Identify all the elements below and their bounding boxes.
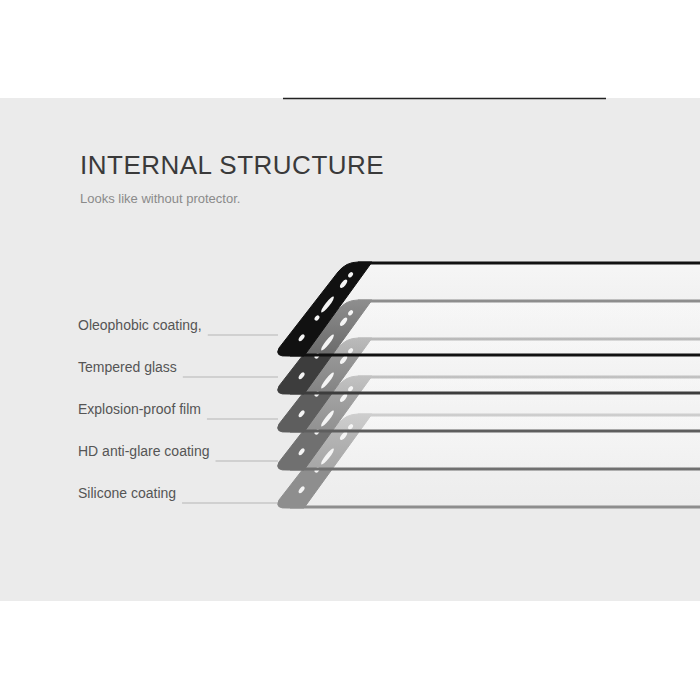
layer-face	[278, 263, 700, 356]
bezel-hole	[320, 295, 336, 313]
layer-label: Silicone coating	[78, 485, 176, 501]
heading: INTERNAL STRUCTURE	[80, 150, 384, 181]
layer-edge	[290, 392, 700, 395]
layer-label: Explosion-proof film	[78, 401, 201, 417]
protector-layer	[278, 262, 700, 356]
layer-edge	[290, 430, 700, 433]
bezel-hole	[298, 409, 306, 418]
leader-line	[182, 503, 278, 504]
bezel-hole	[339, 279, 349, 290]
grey-panel	[0, 98, 700, 601]
leader-lines	[182, 335, 278, 503]
bezel-hole	[298, 371, 306, 380]
leader-line	[183, 377, 278, 378]
leader-line	[216, 461, 278, 462]
bezel-hole	[347, 271, 354, 278]
bezel-hole	[298, 447, 306, 456]
bezel-hole	[298, 333, 306, 342]
bezel-hole	[314, 314, 321, 321]
layer-edge	[290, 468, 700, 471]
leader-line	[207, 419, 278, 420]
layer-label: HD anti-glare coating	[78, 443, 210, 459]
layer-edge	[290, 354, 700, 357]
layer-label: Tempered glass	[78, 359, 177, 375]
subheading: Looks like without protector.	[80, 191, 240, 206]
bezel-hole	[298, 485, 306, 494]
leader-line	[208, 335, 278, 336]
layer-stack	[278, 262, 700, 508]
layer-label: Oleophobic coating,	[78, 317, 202, 333]
layer-edge	[290, 506, 700, 509]
layer-bezel	[278, 262, 372, 356]
layer-edge	[358, 262, 700, 265]
top-rule	[283, 98, 606, 100]
